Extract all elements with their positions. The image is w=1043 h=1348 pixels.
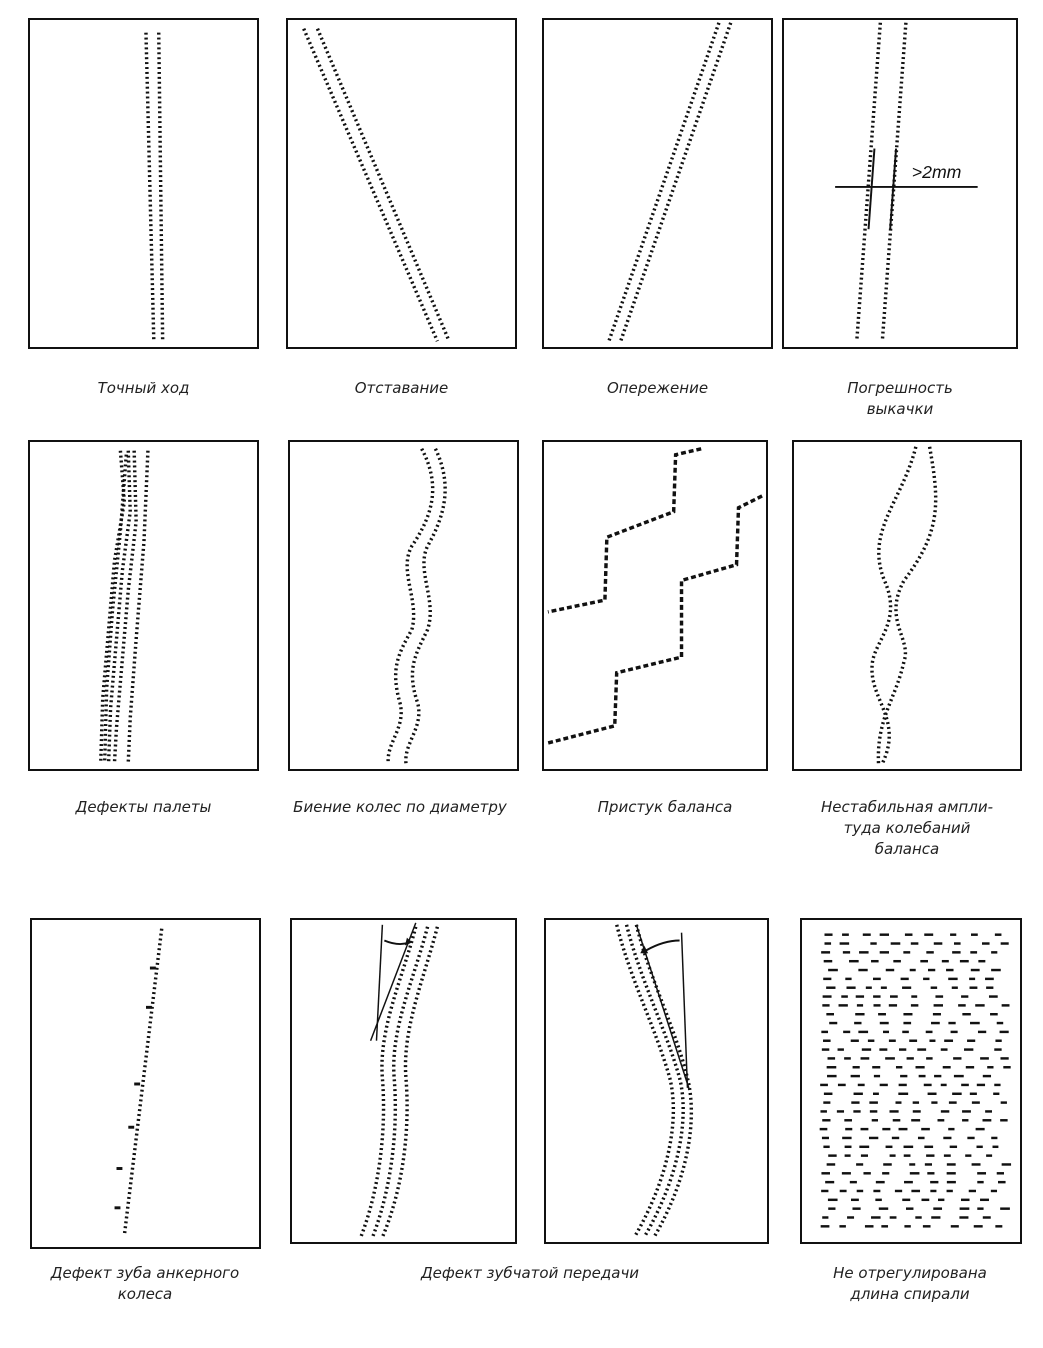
trace-lag	[302, 28, 451, 342]
caption-lag: Отставание	[354, 379, 449, 397]
trace-accurate	[144, 32, 165, 342]
caption-knock: Пристук баланса	[597, 798, 733, 816]
trace-hairspring	[819, 933, 1012, 1228]
caption-lead: Опережение	[606, 379, 709, 397]
trace-amplitude	[870, 446, 938, 764]
panel-gear-1	[290, 918, 517, 1244]
reference-line-gear-2	[680, 932, 689, 1088]
angle-arrow-gear-2	[645, 939, 680, 952]
panel-accurate	[28, 18, 259, 349]
panel-pallet	[28, 440, 259, 771]
panel-runout	[288, 440, 519, 771]
panel-beat-error: >2mm	[782, 18, 1018, 349]
panel-lag	[286, 18, 517, 349]
caption-pallet: Дефекты палеты	[75, 798, 212, 816]
trace-knock	[545, 447, 763, 746]
caption-runout: Биение колес по диаметру	[293, 798, 507, 816]
panel-gear-2	[544, 918, 769, 1244]
panel-knock	[542, 440, 768, 771]
caption-accurate: Точный ход	[97, 379, 190, 397]
trace-lead	[607, 22, 733, 342]
beat-error-label: >2mm	[912, 162, 962, 182]
panel-lead	[542, 18, 773, 349]
trace-gear-2	[615, 924, 694, 1239]
trace-escape-tooth	[114, 928, 164, 1236]
panel-hairspring	[800, 918, 1022, 1244]
caption-gear: Дефект зубчатой передачи	[420, 1264, 640, 1282]
panel-amplitude	[792, 440, 1022, 771]
trace-gear-1	[359, 922, 440, 1238]
panel-escape-tooth	[30, 918, 261, 1249]
trace-beat-error: >2mm	[835, 22, 978, 342]
trace-runout	[386, 447, 447, 764]
trace-pallet	[99, 450, 150, 763]
